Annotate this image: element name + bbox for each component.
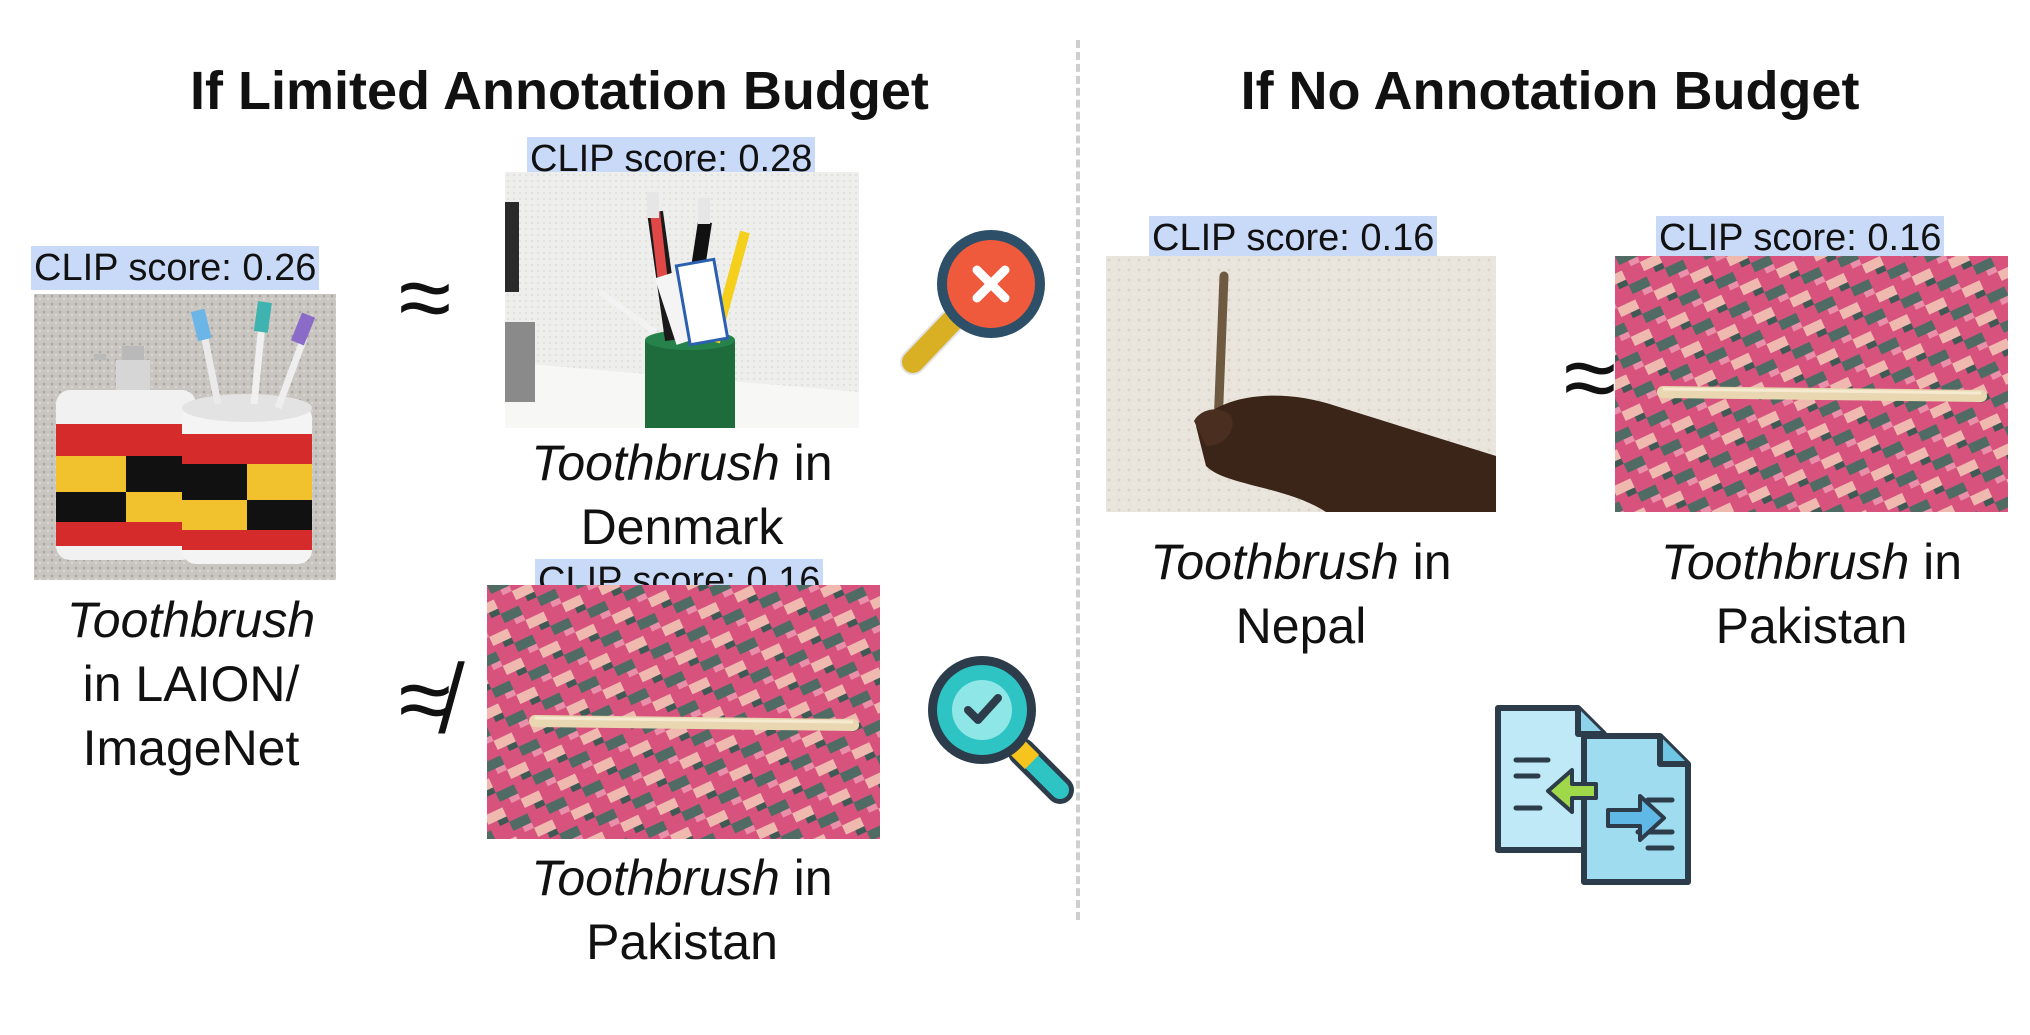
clip-score-label: CLIP score: xyxy=(1659,217,1857,259)
image-pakistan-miswak-left xyxy=(487,585,880,839)
caption-subject: Toothbrush xyxy=(1150,534,1399,590)
caption-joiner: in xyxy=(1412,534,1452,590)
caption-subject: Toothbrush xyxy=(531,435,780,491)
clip-score-pakistan-right: CLIP score: 0.16 xyxy=(1656,216,1945,260)
caption-joiner: in xyxy=(793,850,833,906)
clip-score-nepal: CLIP score: 0.16 xyxy=(1149,216,1438,260)
document-exchange-icon xyxy=(1488,700,1708,890)
heading-limited-budget: If Limited Annotation Budget xyxy=(190,61,929,121)
caption-pakistan-left-line1: Toothbrush in xyxy=(505,846,859,910)
caption-laion-line2: in LAION/ xyxy=(82,656,300,712)
section-divider xyxy=(1076,40,1080,920)
magnifier-check-icon xyxy=(920,650,1080,810)
caption-denmark: Toothbrush in Denmark xyxy=(505,431,859,559)
caption-pakistan-right-line1: Toothbrush in xyxy=(1615,530,2008,594)
caption-denmark-line1: Toothbrush in xyxy=(505,431,859,495)
caption-laion-line3: ImageNet xyxy=(82,720,300,776)
clip-score-value: 0.16 xyxy=(1867,217,1942,259)
clip-score-value: 0.26 xyxy=(242,247,317,289)
caption-subject: Toothbrush xyxy=(531,850,780,906)
not-approx-symbol: ≉ xyxy=(398,646,452,753)
caption-laion: Toothbrush in LAION/ ImageNet xyxy=(40,588,342,780)
clip-score-value: 0.16 xyxy=(1360,217,1435,259)
image-laion-toothbrush xyxy=(34,294,336,580)
caption-subject: Toothbrush xyxy=(1660,534,1910,590)
approx-symbol-right: ≈ xyxy=(1563,324,1617,431)
caption-joiner: in xyxy=(1923,534,1963,590)
caption-place: Denmark xyxy=(580,499,784,555)
heading-no-budget: If No Annotation Budget xyxy=(1240,61,1860,121)
caption-place: Nepal xyxy=(1235,598,1367,654)
caption-place: Pakistan xyxy=(586,914,778,970)
clip-score-label: CLIP score: xyxy=(1152,217,1350,259)
clip-score-label: CLIP score: xyxy=(34,247,232,289)
caption-nepal: Toothbrush in Nepal xyxy=(1106,530,1496,658)
approx-symbol-left: ≈ xyxy=(398,244,452,351)
image-nepal-twig-toothbrush xyxy=(1106,256,1496,512)
caption-joiner: in xyxy=(793,435,833,491)
caption-pakistan-right: Toothbrush in Pakistan xyxy=(1615,530,2008,658)
image-denmark-toothbrush xyxy=(505,172,859,428)
magnifier-cross-icon xyxy=(893,222,1053,382)
clip-score-laion: CLIP score: 0.26 xyxy=(31,246,320,290)
caption-pakistan-left: Toothbrush in Pakistan xyxy=(505,846,859,974)
caption-nepal-line1: Toothbrush in xyxy=(1106,530,1496,594)
image-pakistan-miswak-right xyxy=(1615,256,2008,512)
caption-laion-line1: Toothbrush xyxy=(40,588,342,652)
caption-place: Pakistan xyxy=(1715,598,1908,654)
caption-subject: Toothbrush xyxy=(66,592,316,648)
